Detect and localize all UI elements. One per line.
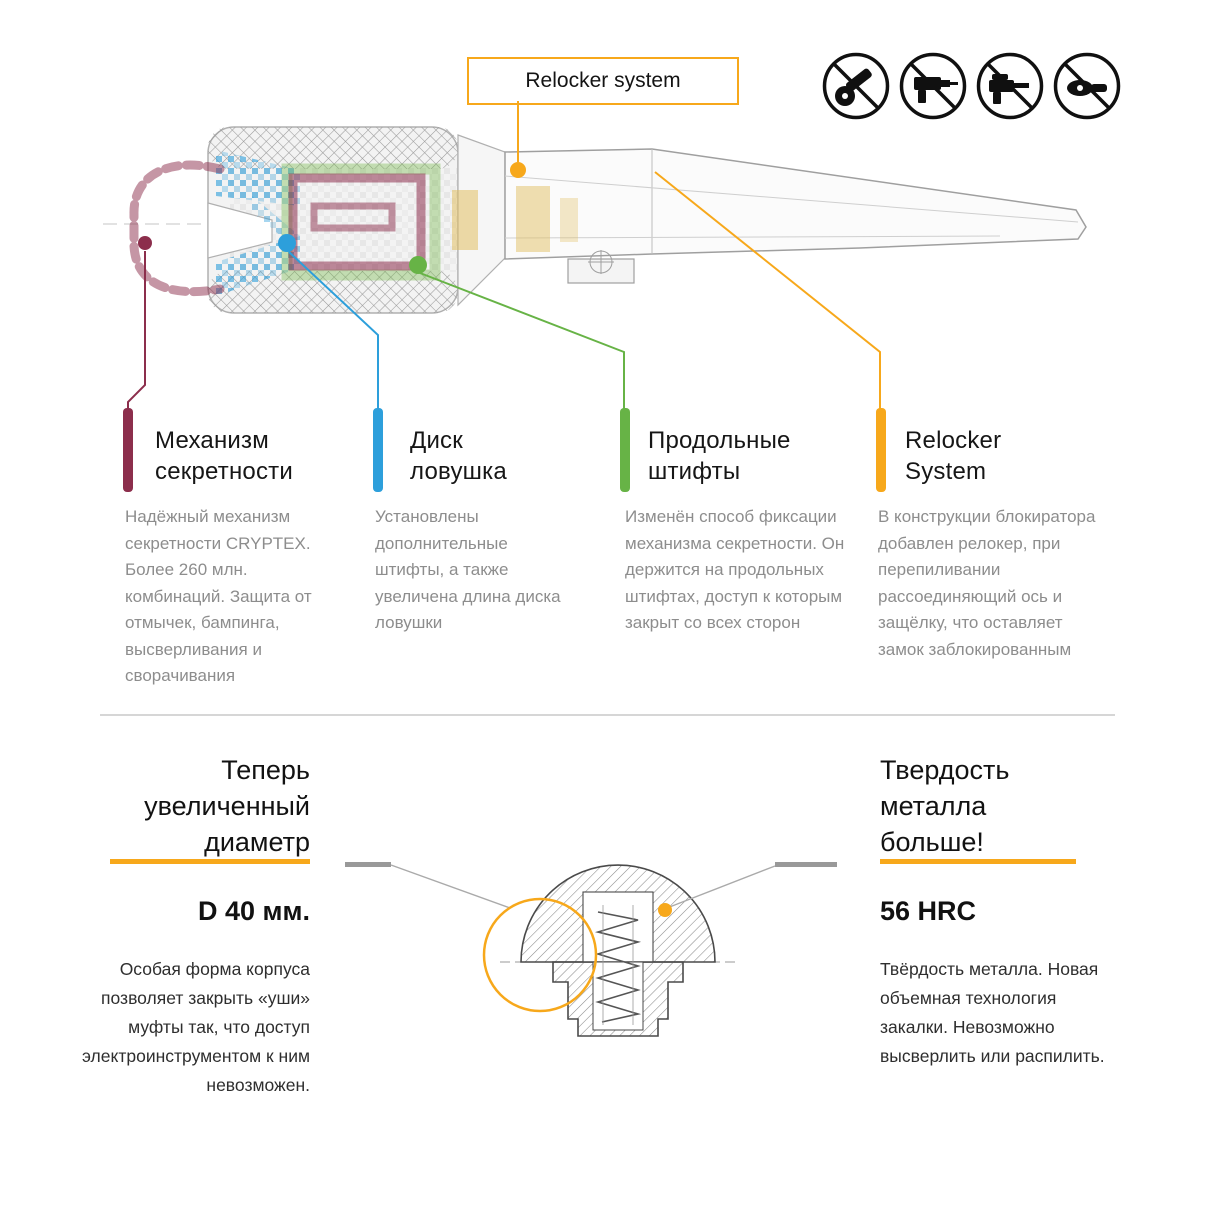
highlight-longitudinal-pins [281,163,441,281]
lock-bottom-detail [567,250,635,284]
highlight-dot [658,903,672,917]
highlight-disc-trap-bottom [216,236,300,296]
callout-dot-blue [278,234,296,252]
diameter-body: Особая форма корпуса позволяет закрыть «… [82,959,310,1095]
section-divider [100,714,1115,716]
callout-bar-left [345,862,391,867]
callout-dot-maroon [138,236,152,250]
hardness-underline [880,859,1076,864]
callout-body-mechanism: Надёжный механизм секретности CRYPTEX. Б… [125,507,312,685]
leader-left-gray [390,864,511,909]
highlight-relocker-c [560,198,578,242]
diameter-underline [110,859,310,864]
no-drill-icon [899,52,967,120]
hardness-heading: Твердость металла больше! [880,755,1010,857]
lock-diagram [103,101,1088,410]
no-hammer-drill-icon [976,52,1044,120]
callout-body-disc-trap: Установлены дополнительные штифты, а так… [375,507,561,632]
leader-orange [654,171,881,410]
relocker-system-label: Relocker system [467,57,739,105]
callout-body-pins: Изменён способ фиксации механизма секрет… [625,507,845,632]
callout-title-pins: Продольные штифты [648,427,791,485]
diameter-value: D 40 мм. [198,896,310,926]
leader-maroon [127,251,146,410]
callout-body-relocker: В конструкции блокиратора добавлен релок… [878,507,1096,659]
highlight-circle [482,897,598,1013]
callout-title-disc-trap: Диск ловушка [410,427,507,485]
leader-right-gray [666,865,776,909]
lock-blade [504,148,1087,260]
no-angle-grinder-icon [1053,52,1121,120]
leader-blue [288,251,379,410]
bolt-head-drawing [345,862,837,1037]
highlight-relocker-a [452,190,478,250]
callout-title-relocker: Relocker System [905,427,1002,485]
callout-dot-green [409,256,427,274]
highlight-shackle-loop [129,160,225,297]
bolt-stem [552,961,684,1037]
diameter-heading: Теперь увеличенный диаметр [144,755,310,857]
hardness-body: Твёрдость металла. Новая объемная технол… [880,959,1105,1066]
highlight-secret-mechanism [288,173,426,271]
prohibited-tools-row [820,50,1123,122]
callout-bar-right [775,862,837,867]
hardness-value: 56 HRC [880,896,977,926]
callout-title-mechanism: Механизм секретности [155,427,293,485]
callout-bar-pins [620,408,630,492]
no-cutting-disc-icon [822,52,890,120]
callout-dot-orange [510,162,526,178]
callout-bar-mechanism [123,408,133,492]
bolt-spring [594,905,642,1025]
leader-green [419,272,625,410]
callout-bar-disc-trap [373,408,383,492]
highlight-secret-mechanism-inner [310,202,396,232]
highlight-relocker-b [516,186,550,252]
relocker-system-label-text: Relocker system [525,69,681,92]
callout-bar-relocker [876,408,886,492]
highlight-disc-trap-top [216,150,300,206]
